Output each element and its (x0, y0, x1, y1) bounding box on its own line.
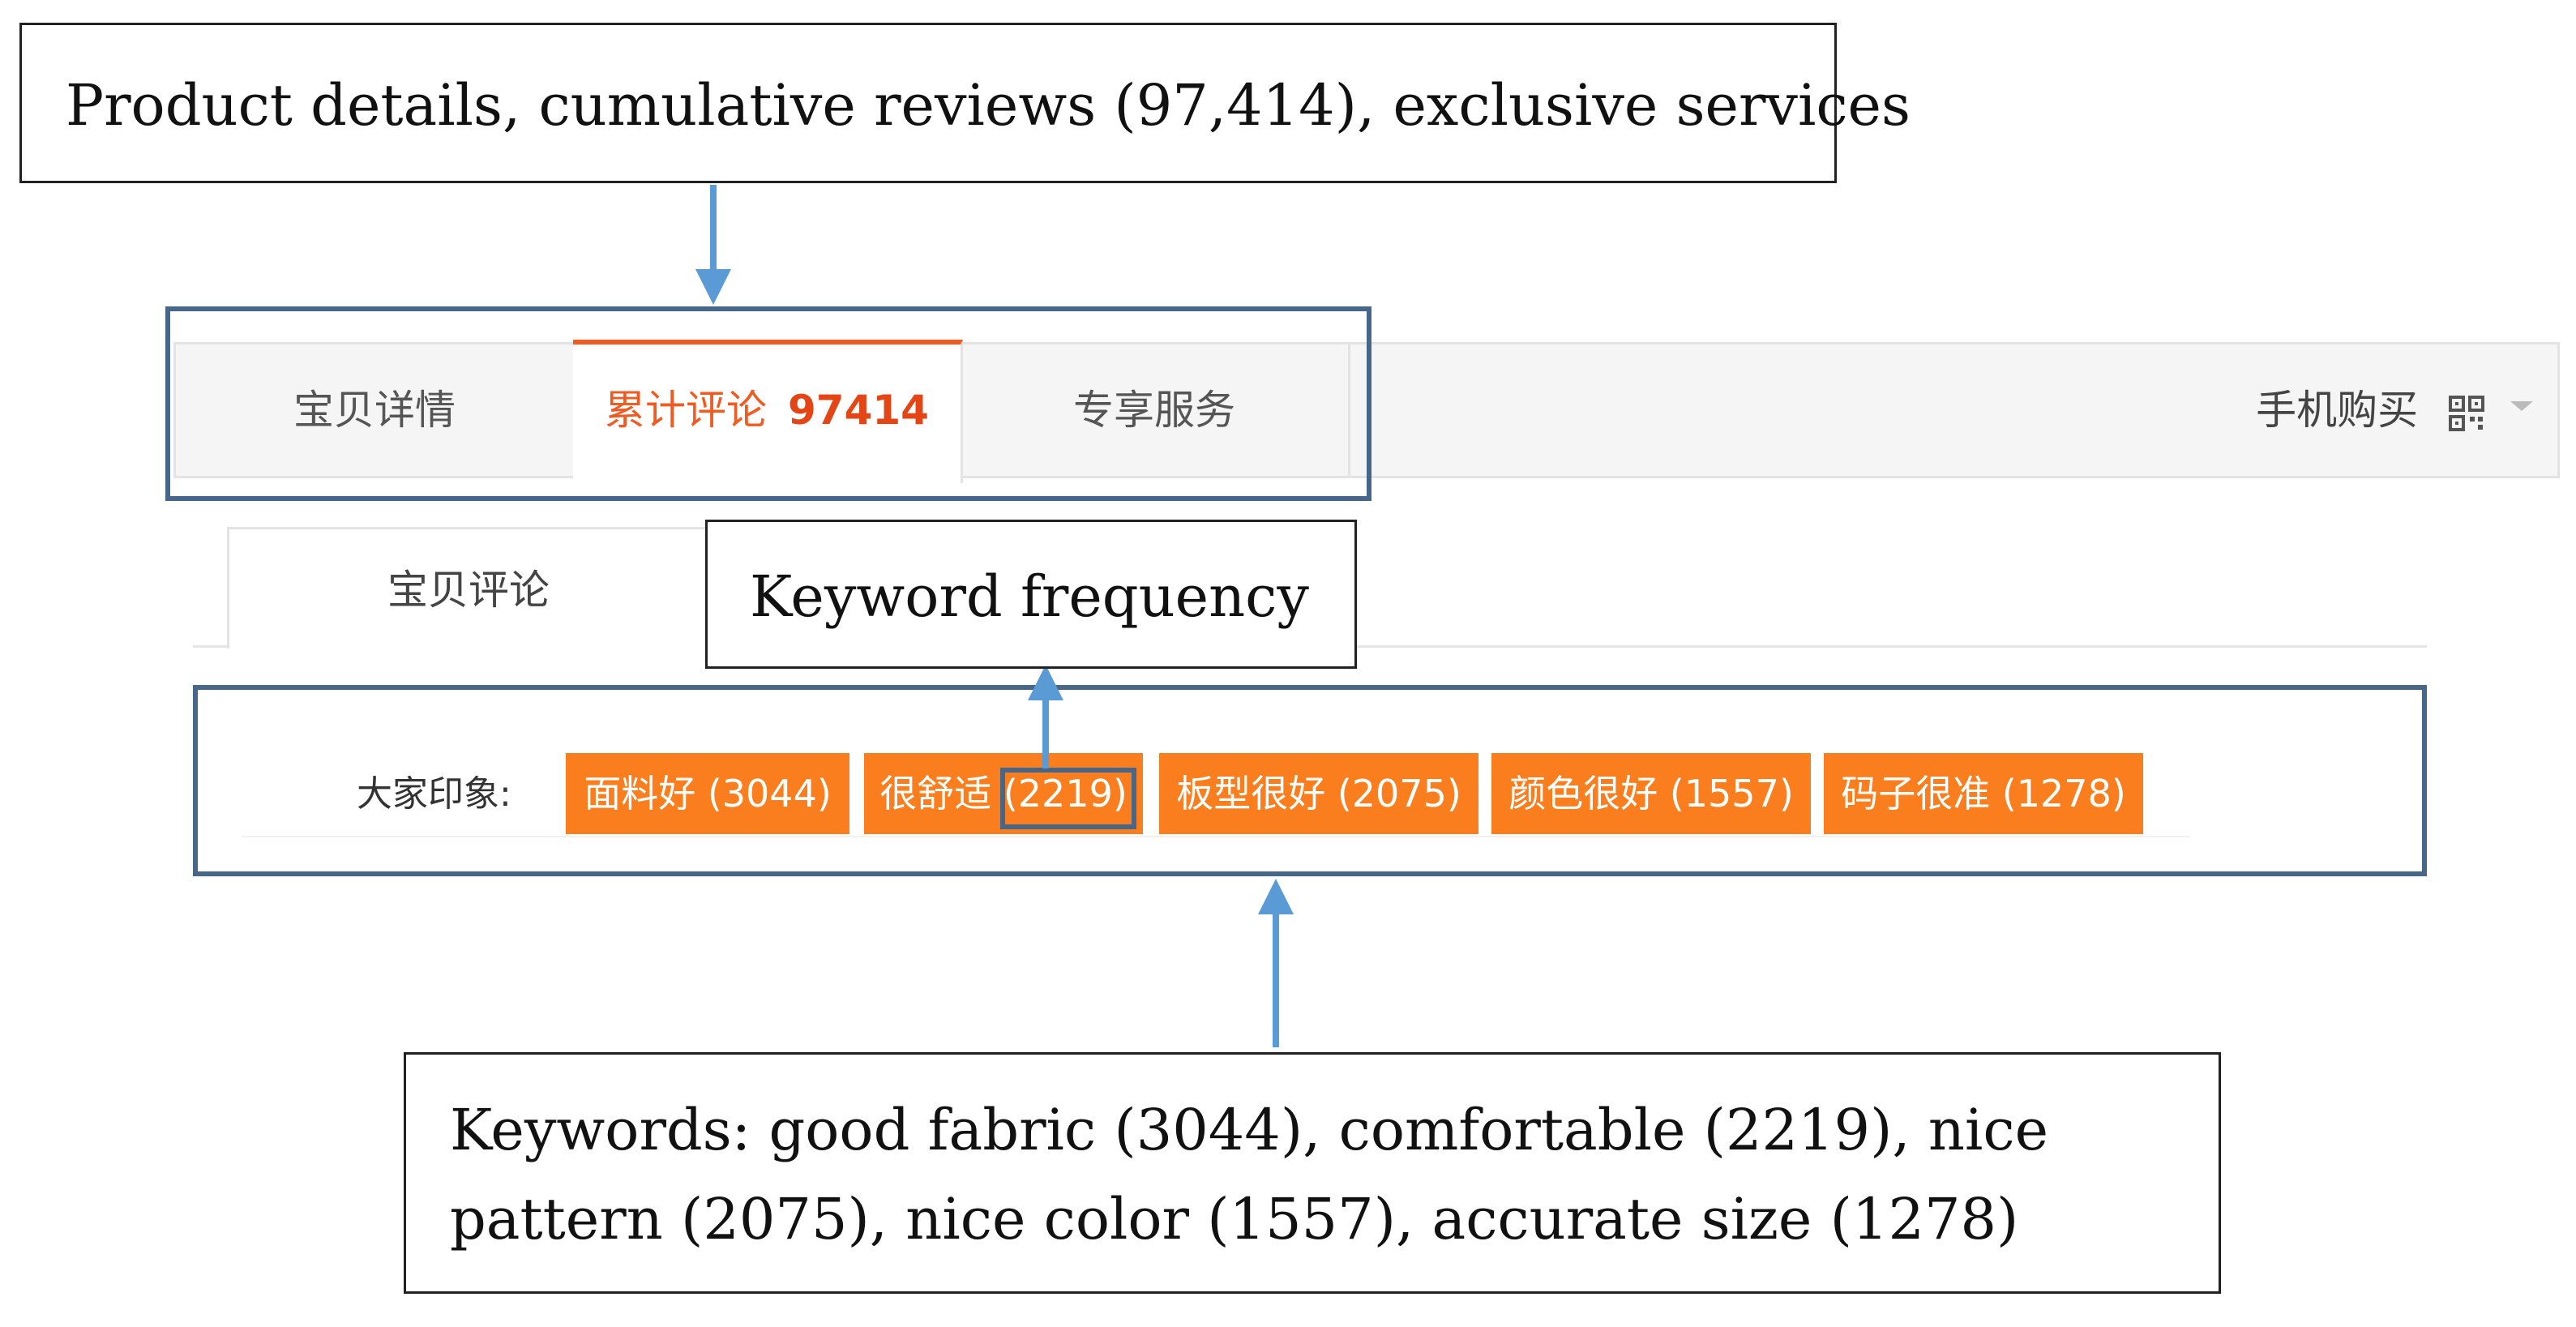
impressions-label: 大家印象: (357, 773, 511, 815)
keyword-tag[interactable]: 面料好 (3044) (566, 753, 849, 834)
chevron-down-icon[interactable] (2510, 401, 2533, 411)
tab-reviews-label: 累计评论 (605, 387, 768, 434)
keyword-row-divider (242, 836, 2190, 837)
review-count: 97414 (788, 387, 929, 434)
arrow-top-shaft (710, 185, 717, 274)
mobile-buy-button[interactable]: 手机购买 (2256, 345, 2484, 476)
callout-keywords-description: Keywords: good fabric (3044), comfortabl… (404, 1052, 2221, 1294)
keyword-tag[interactable]: 板型很好 (2075) (1159, 753, 1478, 834)
qr-code-icon (2449, 395, 2484, 431)
tab-product-details-label: 宝贝详情 (293, 387, 456, 434)
arrow-bottom-shaft (1273, 911, 1279, 1047)
callout-keyword-frequency: Keyword frequency (705, 520, 1357, 669)
tabs-highlight-box (165, 306, 1371, 501)
keyword-tag[interactable]: 颜色很好 (1557) (1491, 753, 1811, 834)
keywords-highlight-box (193, 685, 2427, 876)
keyword-tag[interactable]: 码子很准 (1278) (1824, 753, 2143, 834)
frequency-highlight-box (1000, 768, 1136, 829)
tab-product-reviews[interactable]: 宝贝评论 (227, 527, 710, 649)
arrow-up-icon (1258, 879, 1294, 914)
arrow-down-icon (695, 269, 731, 305)
mobile-buy-label: 手机购买 (2256, 387, 2419, 434)
tab-exclusive-services[interactable]: 专享服务 (961, 345, 1350, 476)
arrow-mid-shaft (1042, 697, 1049, 768)
tab-product-reviews-label: 宝贝评论 (387, 567, 550, 614)
arrow-up-icon (1028, 665, 1063, 700)
tab-exclusive-services-label: 专享服务 (1073, 387, 1235, 434)
callout-tabs-description: Product details, cumulative reviews (97,… (19, 23, 1911, 183)
tab-cumulative-reviews[interactable]: 累计评论 97414 (573, 340, 963, 483)
